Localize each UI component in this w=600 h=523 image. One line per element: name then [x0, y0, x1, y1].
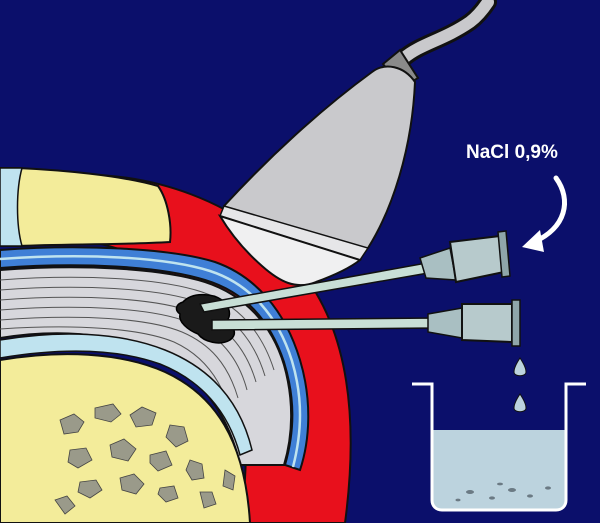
- bursa-inner-line: [0, 255, 302, 468]
- humeral-cartilage: [0, 333, 253, 457]
- beaker-outline: [412, 382, 586, 512]
- sediment-particles: [455, 482, 551, 502]
- humeral-head: [0, 353, 252, 523]
- fluid-droplets: [513, 357, 527, 413]
- needle-lower-hub: [461, 303, 513, 344]
- needle-lower-shaft: [211, 317, 437, 331]
- syringe-needle-icon-outflow: [211, 299, 521, 347]
- acromion-bone: [0, 167, 172, 247]
- probe-head: [217, 214, 363, 287]
- needle-lower-flange: [511, 299, 521, 347]
- beaker-icon: [412, 382, 586, 512]
- ultrasound-transducer-icon: [217, 0, 497, 287]
- needle-lower-hub-taper: [427, 307, 463, 339]
- beaker-fluid: [432, 430, 566, 510]
- needle-upper-flange: [497, 230, 511, 278]
- saline-label: NaCl 0,9%: [466, 142, 558, 163]
- curved-arrow-icon: [522, 175, 567, 252]
- syringe-needle-icon: [198, 230, 511, 313]
- acromion-cartilage: [0, 167, 23, 247]
- cancellous-bone-texture: [54, 403, 236, 515]
